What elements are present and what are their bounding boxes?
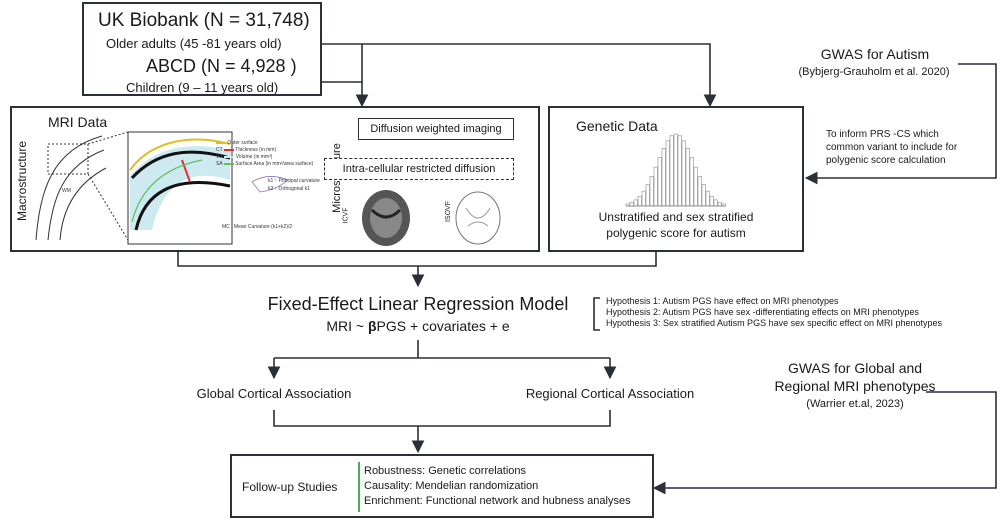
gwas-autism-title: GWAS for Autism: [820, 46, 930, 62]
curvature-k2: k2 ↑ Orthogonal k1: [268, 186, 310, 192]
histogram-bar: [681, 140, 686, 207]
macrostructure-label: Macrostructure: [15, 140, 30, 222]
histogram-bar: [697, 176, 702, 207]
equation-beta: β: [368, 318, 377, 334]
histogram-bar: [693, 166, 698, 207]
followup-item-enrichment: Enrichment: Functional network and hubne…: [364, 495, 631, 507]
pgs-histogram: [625, 133, 726, 207]
genetic-data-title: Genetic Data: [576, 118, 658, 134]
prs-note: To inform PRS -CS which common variant t…: [826, 128, 957, 167]
followup-title: Follow-up Studies: [242, 480, 338, 494]
genetic-caption-line1: Unstratified and sex stratified: [598, 210, 754, 224]
followup-item-robustness: Robustness: Genetic correlations: [364, 465, 527, 477]
isovf-label: ISOVF: [445, 200, 453, 223]
dwi-label: Diffusion weighted imaging: [370, 123, 502, 135]
prs-note-line3: polygenic score calculation: [826, 155, 946, 166]
histogram-bar: [713, 199, 718, 207]
mri-legend: Outer surface CT Thickness (in mm) Vol V…: [216, 140, 313, 168]
wm-label: WM: [62, 188, 71, 194]
followup-item-causality: Causality: Mendelian randomization: [364, 480, 539, 492]
histogram-bar: [629, 202, 634, 207]
brain-scans: [362, 190, 501, 246]
legend-item-outer: Outer surface: [216, 140, 313, 147]
histogram-bar: [641, 190, 646, 207]
gwas-mri-citation: (Warrier et.al, 2023): [806, 398, 904, 410]
cohort-box: UK Biobank (N = 31,748) Older adults (45…: [82, 2, 322, 96]
gwas-mri-line2: Regional MRI phenotypes: [774, 378, 936, 394]
histogram-bar: [689, 157, 694, 207]
model-equation: MRI ~ βPGS + covariates + e: [258, 318, 578, 334]
followup-box: Follow-up Studies Robustness: Genetic co…: [230, 454, 654, 518]
equation-suffix: PGS + covariates + e: [376, 318, 510, 334]
legend-item-sa: SA Surface Area (in mm²/area surface): [216, 161, 314, 167]
model-title: Fixed-Effect Linear Regression Model: [267, 294, 569, 314]
histogram-bar: [701, 184, 706, 207]
histogram-bar: [685, 147, 690, 207]
icvf-label: ICVF: [342, 207, 350, 224]
hypothesis-3: Hypothesis 3: Sex stratified Autism PGS …: [606, 318, 942, 328]
regional-association: Regional Cortical Association: [525, 386, 695, 401]
legend-item-ct: CT Thickness (in mm): [216, 147, 277, 153]
histogram-bar: [717, 202, 722, 207]
ukb-subtitle: Older adults (45 -81 years old): [106, 36, 282, 51]
equation-prefix: MRI ~: [326, 318, 368, 334]
dwi-box: Diffusion weighted imaging: [358, 118, 514, 140]
histogram-bar: [657, 157, 662, 207]
prs-note-line1: To inform PRS -CS which: [826, 129, 939, 140]
followup-items: Robustness: Genetic correlations Causali…: [364, 464, 631, 509]
hypothesis-1: Hypothesis 1: Autism PGS have effect on …: [606, 296, 839, 306]
histogram-bar: [705, 190, 710, 207]
hypothesis-2: Hypothesis 2: Autism PGS have sex -diffe…: [606, 307, 919, 317]
cortex-illustration: WM: [35, 131, 289, 245]
curvature-k1: k1 ↑ Principal curvature: [268, 178, 320, 184]
histogram-bar: [653, 166, 658, 207]
icrd-label: Intra-cellular restricted diffusion: [342, 163, 496, 175]
mean-curvature: MC : Mean Curvature (k1+k2)/2: [222, 224, 293, 230]
icrd-box: Intra-cellular restricted diffusion: [324, 158, 514, 180]
followup-divider: [358, 462, 360, 512]
histogram-bar: [677, 135, 682, 207]
abcd-title: ABCD (N = 4,928 ): [146, 56, 297, 76]
abcd-subtitle: Children (9 – 11 years old): [126, 80, 279, 95]
histogram-bar: [669, 135, 674, 207]
global-association: Global Cortical Association: [196, 386, 352, 401]
hypotheses-list: Hypothesis 1: Autism PGS have effect on …: [606, 296, 942, 329]
gwas-mri-line1: GWAS for Global and: [787, 360, 923, 376]
mri-data-title: MRI Data: [48, 114, 108, 130]
histogram-bar: [633, 199, 638, 207]
histogram-bar: [661, 147, 666, 207]
histogram-bar: [665, 140, 670, 207]
histogram-bar: [709, 195, 714, 207]
genetic-data-box: Genetic Data Unstratified and sex strati…: [548, 106, 804, 252]
gwas-autism-citation: (Bybjerg-Grauholm et al. 2020): [798, 66, 950, 78]
mri-data-box: MRI Data Macrostructure Microstructure W…: [10, 106, 540, 252]
histogram-bar: [637, 195, 642, 207]
histogram-bar: [649, 176, 654, 207]
ukb-title: UK Biobank (N = 31,748): [98, 10, 310, 31]
histogram-bar: [673, 133, 678, 207]
prs-note-line2: common variant to include for: [826, 142, 958, 153]
genetic-caption-line2: polygenic score for autism: [606, 226, 746, 240]
legend-item-vol: Vol Volume (in mm³): [216, 154, 273, 160]
histogram-bar: [645, 184, 650, 207]
